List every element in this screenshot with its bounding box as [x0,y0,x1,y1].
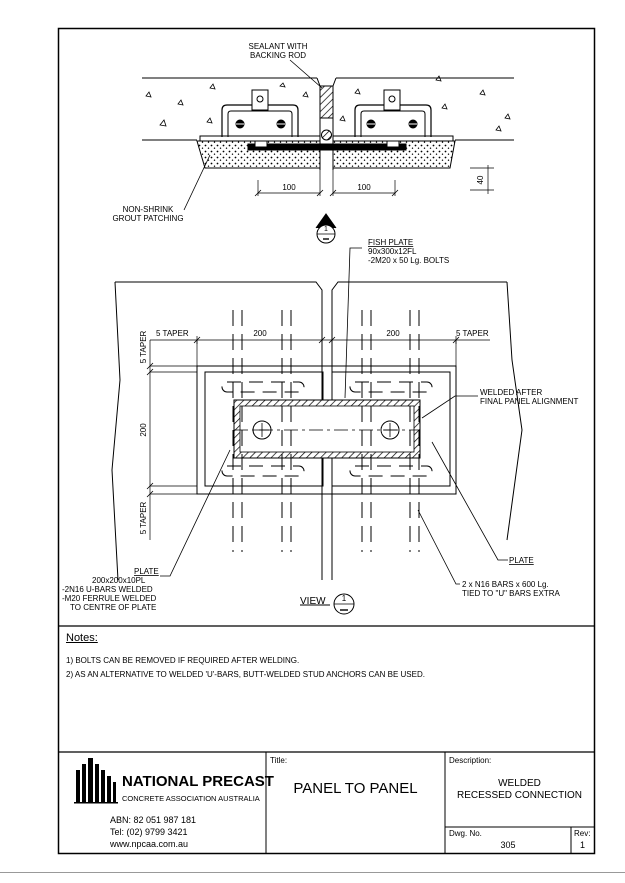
company-name: NATIONAL PRECAST [122,773,274,790]
plate-right-label: PLATE [509,556,534,565]
fish-plate-bolts: -2M20 x 50 Lg. BOLTS [368,256,449,265]
description-label: Description: [449,756,492,765]
title-value: PANEL TO PANEL [293,780,418,797]
fish-plate-label: FISH PLATE [368,238,413,247]
note-2: 2) AS AN ALTERNATIVE TO WELDED 'U'-BARS,… [66,670,425,679]
grout-label-2: GROUT PATCHING [112,214,183,223]
taper-right: 5 TAPER [456,329,489,338]
company-tel: Tel: (02) 9799 3421 [110,827,188,837]
welded-after-label: WELDED AFTER [480,388,542,397]
dim-200-vertical: 200 [139,423,148,437]
view-label: VIEW [300,596,326,607]
description-line2: RECESSED CONNECTION [456,790,582,801]
dim-40: 40 [476,175,485,184]
fish-plate-size: 90x300x12FL [368,247,417,256]
sheet-border [57,27,596,855]
backing-rod [321,129,332,141]
bolt-right [380,420,400,440]
sealant-label: SEALANT WITH [249,42,308,51]
bars-label: 2 x N16 BARS x 600 Lg. [462,580,549,589]
section-marker-number: 1 [324,226,328,233]
rev-value: 1 [579,840,585,850]
grout-label: NON-SHRINK [123,205,174,214]
description-line1: WELDED [498,778,541,789]
plate-left-ferrule: -M20 FERRULE WELDED [62,594,156,603]
view-number: 1 [342,594,347,603]
dwg-label: Dwg. No. [449,829,482,838]
bars-label-2: TIED TO "U" BARS EXTRA [462,589,561,598]
taper-left: 5 TAPER [156,329,189,338]
dwg-value: 305 [500,840,516,850]
taper-bottom-vertical: 5 TAPER [139,501,148,534]
plan-view [111,247,523,615]
fish-plate-section [247,143,407,151]
npcaa-logo-icon [74,758,118,804]
plate-left-label: PLATE [134,567,159,576]
dim-200-left: 200 [253,329,267,338]
dim-100-left: 100 [282,183,296,192]
section-view [142,59,514,244]
sealant-label-2: BACKING ROD [250,51,306,60]
title-block [58,751,594,853]
plate-left-centre: TO CENTRE OF PLATE [70,603,156,612]
dim-200-right: 200 [386,329,400,338]
welded-after-label-2: FINAL PANEL ALIGNMENT [480,397,579,406]
sealant [319,85,334,119]
plate-left-size: 200x200x10PL [92,576,146,585]
plate-left-ubars: -2N16 U-BARS WELDED [62,585,153,594]
notes-heading: Notes: [66,632,98,644]
taper-top-vertical: 5 TAPER [139,330,148,363]
rev-label: Rev: [574,829,591,838]
note-1: 1) BOLTS CAN BE REMOVED IF REQUIRED AFTE… [66,656,300,665]
company-web: www.npcaa.com.au [110,839,189,849]
company-subtitle: CONCRETE ASSOCIATION AUSTRALIA [122,794,260,803]
section-marker-arrow [315,213,337,229]
dim-100-right: 100 [357,183,371,192]
company-abn: ABN: 82 051 987 181 [110,815,197,825]
title-label: Title: [270,756,288,765]
bolt-left [252,420,272,440]
